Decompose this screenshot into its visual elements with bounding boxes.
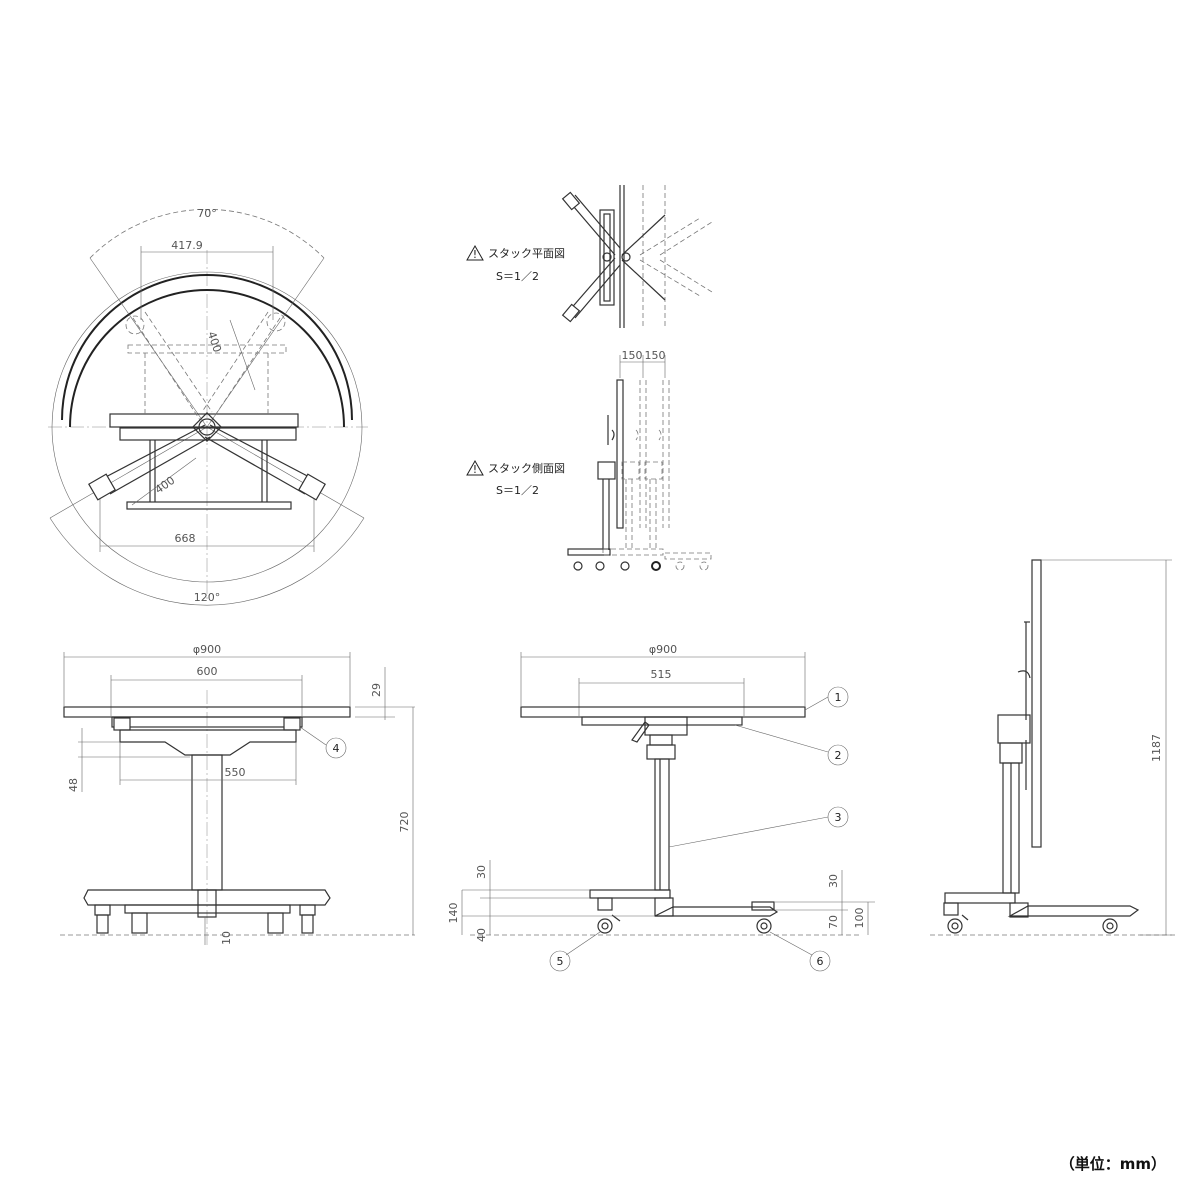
side-dim-70-label: 70	[827, 915, 840, 929]
balloon-1: 1	[835, 691, 842, 704]
angle-70-label: 70°	[197, 207, 217, 220]
svg-text:!: !	[473, 248, 477, 261]
front-dim-550-label: 550	[225, 766, 246, 779]
stack-side-view	[567, 355, 712, 571]
front-dim-720-label: 720	[398, 812, 411, 833]
folded-view-labels: 1187	[1150, 734, 1163, 762]
folded-view	[930, 559, 1175, 936]
side-dim-30b-label: 30	[827, 874, 840, 888]
stack-side-label: スタック側面図	[488, 462, 565, 475]
side-view-labels: φ900 515 30 140 40 30 70 100 1 2 3 5 6	[447, 643, 866, 968]
side-dim-140-label: 140	[447, 903, 460, 924]
front-dim-10-label: 10	[220, 931, 233, 945]
dim-150a-label: 150	[622, 349, 643, 362]
dim-417-label: 417.9	[171, 239, 203, 252]
dim-668-label: 668	[175, 532, 196, 545]
side-dim-100-label: 100	[853, 908, 866, 929]
side-dim-40-label: 40	[475, 928, 488, 942]
front-dim-900-label: φ900	[193, 643, 221, 656]
front-dim-48-label: 48	[67, 778, 80, 792]
plan-view	[48, 209, 368, 606]
stack-plan-note: ! スタック平面図 S＝1／2	[466, 244, 565, 283]
front-dim-29-label: 29	[370, 683, 383, 697]
stack-side-scale: S＝1／2	[496, 484, 539, 497]
front-view-labels: φ900 600 29 720 48 550 10 4	[67, 643, 411, 945]
balloon-4: 4	[333, 742, 340, 755]
balloon-6: 6	[817, 955, 824, 968]
warning-icon	[466, 244, 484, 261]
side-view	[461, 652, 875, 972]
dim-400a-label: 400	[205, 330, 224, 354]
svg-text:!: !	[473, 463, 477, 476]
balloon-5: 5	[557, 955, 564, 968]
stack-plan-view	[561, 185, 713, 328]
front-view	[60, 652, 415, 945]
plan-dimension-labels: 70° 120° 417.9 400 400 668	[153, 207, 224, 604]
stack-plan-label: スタック平面図	[488, 247, 565, 260]
balloon-3: 3	[835, 811, 842, 824]
stack-plan-scale: S＝1／2	[496, 270, 539, 283]
dim-150b-label: 150	[645, 349, 666, 362]
balloon-2: 2	[835, 749, 842, 762]
unit-note: （単位：mm）	[1059, 1155, 1166, 1173]
warning-icon	[466, 459, 484, 476]
side-dim-30a-label: 30	[475, 865, 488, 879]
front-dim-600-label: 600	[197, 665, 218, 678]
dim-400b-label: 400	[153, 474, 178, 497]
stack-side-note: ! スタック側面図 S＝1／2 150 150	[466, 349, 666, 497]
folded-dim-1187-label: 1187	[1150, 734, 1163, 762]
side-dim-900-label: φ900	[649, 643, 677, 656]
angle-120-label: 120°	[194, 591, 221, 604]
side-dim-515-label: 515	[651, 668, 672, 681]
